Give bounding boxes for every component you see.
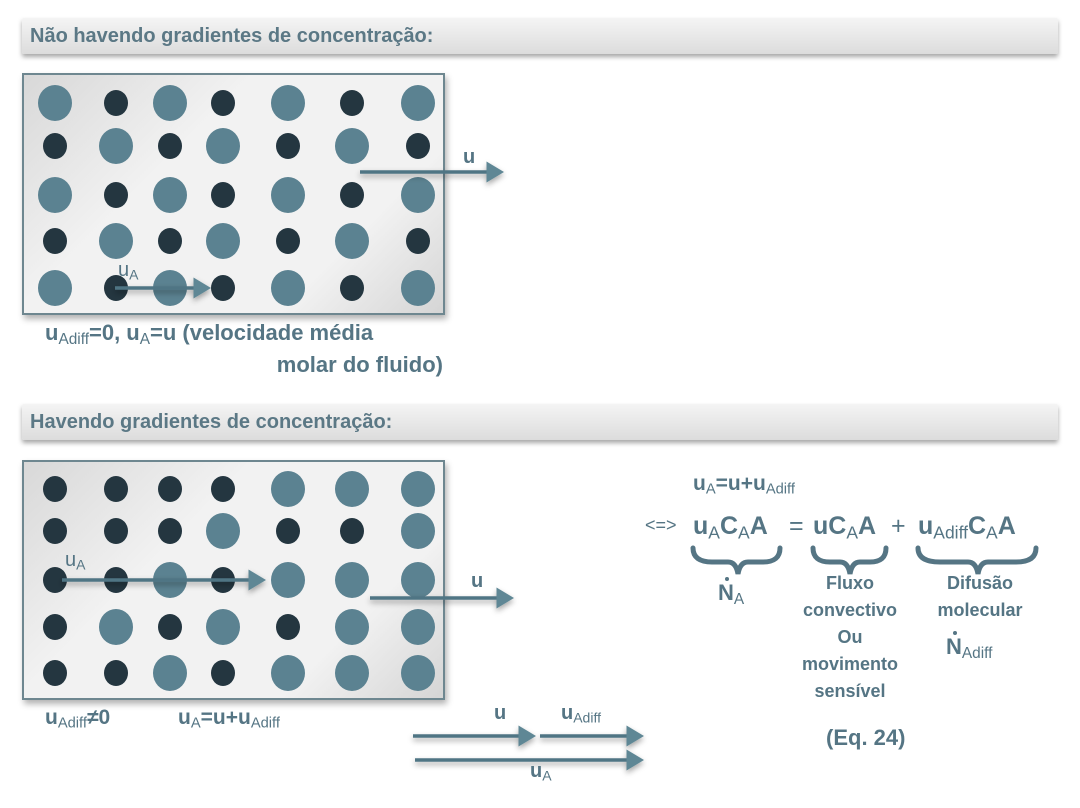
particle-b (104, 660, 128, 686)
particle-a (271, 177, 305, 213)
particle-b (276, 133, 300, 159)
particle-b (43, 614, 67, 640)
particle-a (401, 655, 435, 691)
label-u-top: u (463, 146, 476, 168)
particle-b (340, 518, 364, 544)
equation-number: (Eq. 24) (826, 725, 906, 750)
label-ua-top: uA (118, 259, 139, 283)
particle-b (211, 660, 235, 686)
caption-ua-sum: uA=u+uAdiff (178, 706, 280, 732)
particle-b (276, 518, 300, 544)
brace-diffusion (915, 545, 1039, 575)
particle-b (104, 90, 128, 116)
particle-a (38, 177, 72, 213)
particle-a (206, 223, 240, 259)
particle-a (401, 562, 435, 598)
term-na-flux: uACAA (693, 512, 768, 543)
section2-heading: Havendo gradientes de concentração: (30, 411, 393, 433)
particle-b (406, 228, 430, 254)
particle-b (158, 518, 182, 544)
vector-label-u: u (494, 702, 507, 724)
particle-b (43, 228, 67, 254)
particle-b (340, 90, 364, 116)
particle-a (99, 609, 133, 645)
particle-a (271, 471, 305, 507)
particle-a (401, 513, 435, 549)
particle-b (211, 90, 235, 116)
particle-a (153, 85, 187, 121)
particle-b (340, 182, 364, 208)
particles-gradient (43, 471, 435, 691)
particle-b (43, 476, 67, 502)
caption-no-gradient-line1: uAdiff=0, uA=u (velocidade média (45, 320, 374, 348)
particle-b (43, 567, 67, 593)
brace-convective (810, 545, 889, 575)
particle-a (401, 85, 435, 121)
label-ua-bottom: uA (65, 549, 86, 573)
particle-a (335, 128, 369, 164)
particle-b (158, 476, 182, 502)
particle-a (335, 223, 369, 259)
particle-a (271, 562, 305, 598)
particle-b (158, 133, 182, 159)
particle-b (43, 518, 67, 544)
caption-uadiff-nonzero: uAdiff≠0 (45, 706, 111, 732)
particle-b (406, 133, 430, 159)
particle-a (271, 655, 305, 691)
particle-a (153, 655, 187, 691)
particle-a (38, 85, 72, 121)
particle-b (340, 275, 364, 301)
particle-a (335, 655, 369, 691)
particle-a (401, 270, 435, 306)
section1-heading-bar: Não havendo gradientes de concentração: (22, 18, 1058, 54)
particle-b (211, 182, 235, 208)
term-convective: uCAA (813, 512, 877, 543)
term-diffusion: uAdiffCAA (918, 512, 1016, 543)
equals-sign: = (789, 512, 804, 540)
section2-heading-bar: Havendo gradientes de concentração: (22, 404, 1058, 440)
particle-a (335, 562, 369, 598)
particle-a (401, 609, 435, 645)
particle-a (335, 471, 369, 507)
particle-b (158, 228, 182, 254)
particle-a (38, 270, 72, 306)
particle-b (43, 660, 67, 686)
na-label: NA (718, 577, 745, 608)
particle-b (211, 275, 235, 301)
particle-a (401, 177, 435, 213)
particle-a (206, 609, 240, 645)
iff-symbol: <=> (645, 515, 677, 535)
section1-heading: Não havendo gradientes de concentração: (30, 25, 434, 47)
particle-a (271, 85, 305, 121)
particle-b (158, 614, 182, 640)
particle-b (276, 614, 300, 640)
particle-b (104, 476, 128, 502)
particle-b (104, 182, 128, 208)
equation-top: uA=u+uAdiff (693, 472, 795, 498)
vector-label-ua: uA (530, 760, 552, 784)
particles-no-gradient (38, 85, 435, 306)
particle-a (99, 223, 133, 259)
vector-label-uadiff: uAdiff (561, 702, 601, 726)
particle-a (271, 270, 305, 306)
particle-b (211, 476, 235, 502)
particle-b (104, 518, 128, 544)
plus-sign: + (891, 512, 906, 540)
nadiff-label: NAdiff (946, 631, 993, 662)
caption-no-gradient-line2: molar do fluido) (276, 352, 443, 377)
particle-a (206, 513, 240, 549)
brace-na (690, 545, 783, 575)
particle-a (206, 128, 240, 164)
particle-a (99, 128, 133, 164)
particle-a (153, 177, 187, 213)
particle-a (335, 609, 369, 645)
label-u-bottom: u (471, 570, 484, 592)
particle-a (401, 471, 435, 507)
particle-b (43, 133, 67, 159)
particle-b (276, 228, 300, 254)
